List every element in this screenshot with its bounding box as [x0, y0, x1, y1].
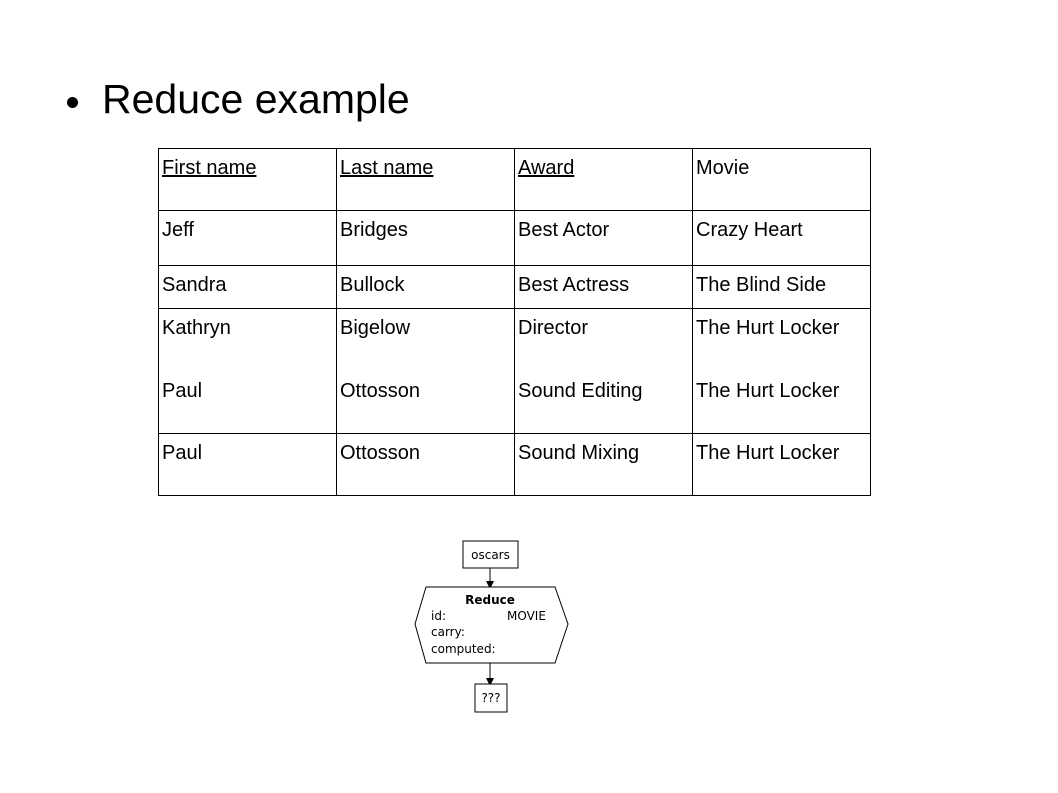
table-cell: Bigelow — [336, 308, 515, 372]
reduce-carry-label: carry: — [431, 625, 465, 639]
reduce-id-value: MOVIE — [507, 609, 546, 623]
awards-table: First name Last name Award Movie Jeff Br… — [158, 148, 871, 496]
table-cell: Director — [514, 308, 693, 372]
table-cell: Sandra — [158, 265, 337, 309]
table-cell: Best Actress — [514, 265, 693, 309]
table-cell: Best Actor — [514, 210, 693, 266]
reduce-node: Reduce id: MOVIE carry: computed: — [414, 586, 569, 664]
table-cell: Sound Editing — [514, 371, 693, 434]
table-cell: Sound Mixing — [514, 433, 693, 496]
header-first-name: First name — [158, 148, 337, 211]
oscars-node: oscars — [462, 540, 519, 569]
table-cell: Kathryn — [158, 308, 337, 372]
reduce-flow-diagram: oscars Reduce id: MOVIE carry: computed:… — [414, 540, 569, 713]
table-cell: Bullock — [336, 265, 515, 309]
table-row: Paul Ottosson Sound Mixing The Hurt Lock… — [158, 433, 871, 496]
table-row: Kathryn Bigelow Director The Hurt Locker — [158, 308, 871, 372]
header-last-name: Last name — [336, 148, 515, 211]
header-movie: Movie — [692, 148, 871, 211]
table-cell: The Hurt Locker — [692, 433, 871, 496]
bullet-icon — [67, 97, 78, 108]
table-cell: The Hurt Locker — [692, 371, 871, 434]
reduce-title: Reduce — [465, 593, 515, 607]
output-label: ??? — [481, 691, 500, 705]
header-award: Award — [514, 148, 693, 211]
table-cell: Ottosson — [336, 371, 515, 434]
table-cell: Bridges — [336, 210, 515, 266]
table-cell: The Blind Side — [692, 265, 871, 309]
table-row: Jeff Bridges Best Actor Crazy Heart — [158, 210, 871, 266]
reduce-computed-label: computed: — [431, 642, 496, 656]
table-cell: Ottosson — [336, 433, 515, 496]
table-cell: Jeff — [158, 210, 337, 266]
oscars-label: oscars — [471, 548, 510, 562]
slide-title: Reduce example — [102, 76, 410, 122]
table-cell: The Hurt Locker — [692, 308, 871, 372]
reduce-id-label: id: — [431, 609, 446, 623]
table-cell: Paul — [158, 433, 337, 496]
output-node: ??? — [474, 683, 508, 713]
table-header-row: First name Last name Award Movie — [158, 148, 871, 211]
table-row: Paul Ottosson Sound Editing The Hurt Loc… — [158, 371, 871, 434]
table-cell: Paul — [158, 371, 337, 434]
table-row: Sandra Bullock Best Actress The Blind Si… — [158, 265, 871, 309]
table-cell: Crazy Heart — [692, 210, 871, 266]
